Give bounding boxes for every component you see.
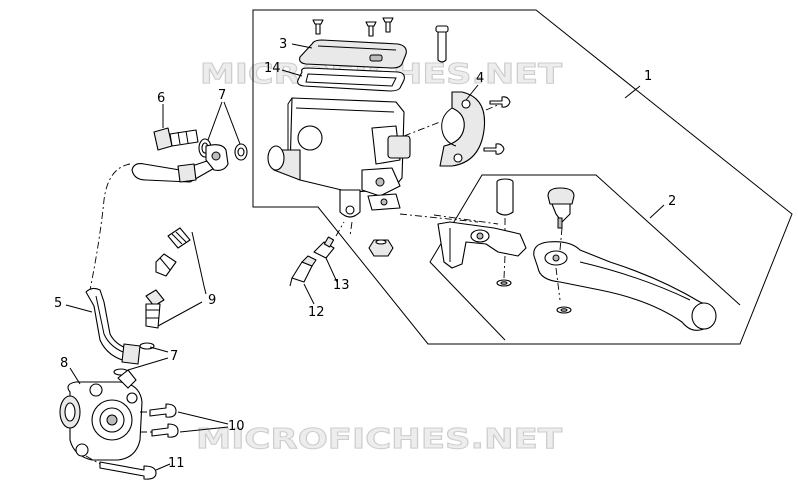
hose-routing-line <box>89 163 131 291</box>
slave-axis-line <box>85 411 152 465</box>
callout-14: 14 <box>264 61 281 76</box>
slave-cylinder-bolts <box>149 403 179 438</box>
callout-6: 6 <box>157 91 165 106</box>
callout-7-upper: 7 <box>218 88 226 103</box>
reservoir-cover-screws <box>312 17 394 37</box>
adjuster-nut <box>368 239 394 257</box>
callout-3: 3 <box>279 37 287 52</box>
callout-9: 9 <box>208 293 216 308</box>
adjuster-knob <box>547 187 575 229</box>
clutch-hose <box>131 144 229 183</box>
watermark-bottom: MICROFICHES.NET <box>196 422 562 455</box>
lever-washers <box>496 279 572 314</box>
callout-12: 12 <box>308 305 325 320</box>
callout-5: 5 <box>54 296 62 311</box>
lever-axis-line <box>503 218 563 301</box>
pivot-pin <box>435 25 449 63</box>
callout-1: 1 <box>644 69 652 84</box>
pipe-fittings <box>145 227 191 329</box>
clutch-pipe <box>85 287 141 365</box>
long-bolt <box>99 461 157 480</box>
callout-10: 10 <box>228 419 245 434</box>
clutch-lever <box>533 241 717 331</box>
reservoir-gasket <box>297 67 405 92</box>
assembly-2-boundary <box>429 174 741 341</box>
callout-8: 8 <box>60 356 68 371</box>
callout-4: 4 <box>476 71 484 86</box>
bleeder-axis-line <box>335 221 345 237</box>
banjo-bolt <box>153 127 199 151</box>
handlebar-clamp <box>439 91 486 167</box>
lever-bracket <box>437 221 527 269</box>
assembly-1-boundary <box>252 9 793 345</box>
clamp-bolts <box>483 96 511 155</box>
slave-cylinder <box>59 369 143 461</box>
banjo-washer-lower <box>234 143 248 161</box>
reservoir-cover <box>299 39 407 69</box>
callout-11: 11 <box>168 456 185 471</box>
bleeder-screw <box>289 255 317 287</box>
master-cylinder-body <box>267 97 411 218</box>
lever-pivot-pin <box>496 178 514 216</box>
callout-7-lower: 7 <box>170 349 178 364</box>
callout-13: 13 <box>333 278 350 293</box>
callout-2: 2 <box>668 194 676 209</box>
bleeder-cap <box>313 236 335 259</box>
clamp-axis-line <box>403 103 501 137</box>
mount-axis-line <box>349 213 499 237</box>
leader-lines <box>65 43 665 471</box>
